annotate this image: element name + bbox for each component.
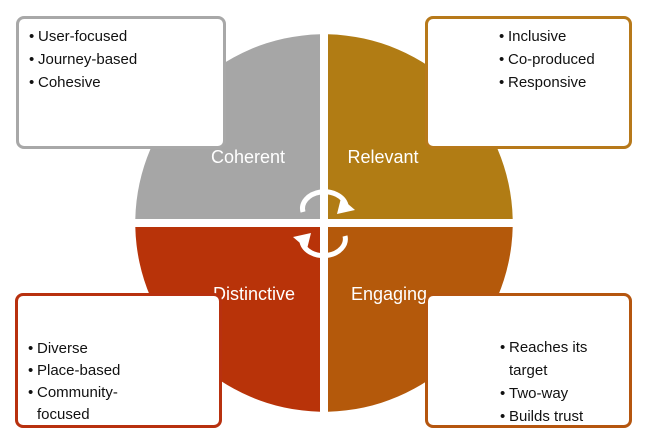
bullet-item: Reaches its target [500, 336, 612, 382]
bullet-list-relevant: Inclusive Co-produced Responsive [499, 25, 629, 94]
quadrant-relevant [328, 34, 513, 219]
bullet-item: Place-based [28, 360, 140, 382]
bullet-item: Cohesive [29, 71, 223, 94]
label-relevant: Relevant [347, 147, 418, 167]
bullet-item: Inclusive [499, 25, 629, 48]
bullet-item: Co-produced [499, 48, 629, 71]
bullet-item: Two-way [500, 382, 612, 405]
quadrant-distinctive [135, 227, 320, 412]
label-distinctive: Distinctive [213, 284, 295, 304]
cycle-arrows-icon [293, 189, 355, 259]
callout-box-distinctive: Diverse Place-based Community-focused [15, 293, 222, 428]
bullet-item: Diverse [28, 338, 140, 360]
bullet-list-distinctive: Diverse Place-based Community-focused [28, 338, 140, 426]
callout-box-engaging: Reaches its target Two-way Builds trust [425, 293, 632, 428]
callout-box-relevant: Inclusive Co-produced Responsive [425, 16, 632, 149]
bullet-item: Journey-based [29, 48, 223, 71]
bullet-item: Builds trust [500, 405, 612, 428]
bullet-list-engaging: Reaches its target Two-way Builds trust [500, 336, 612, 428]
bullet-item: User-focused [29, 25, 223, 48]
label-coherent: Coherent [211, 147, 285, 167]
callout-box-coherent: User-focused Journey-based Cohesive [16, 16, 226, 149]
quadrant-engaging [328, 227, 513, 412]
quadrant-coherent [135, 34, 320, 219]
bullet-item: Responsive [499, 71, 629, 94]
bullet-item: Community-focused [28, 382, 140, 426]
label-engaging: Engaging [351, 284, 427, 304]
bullet-list-coherent: User-focused Journey-based Cohesive [29, 25, 223, 94]
